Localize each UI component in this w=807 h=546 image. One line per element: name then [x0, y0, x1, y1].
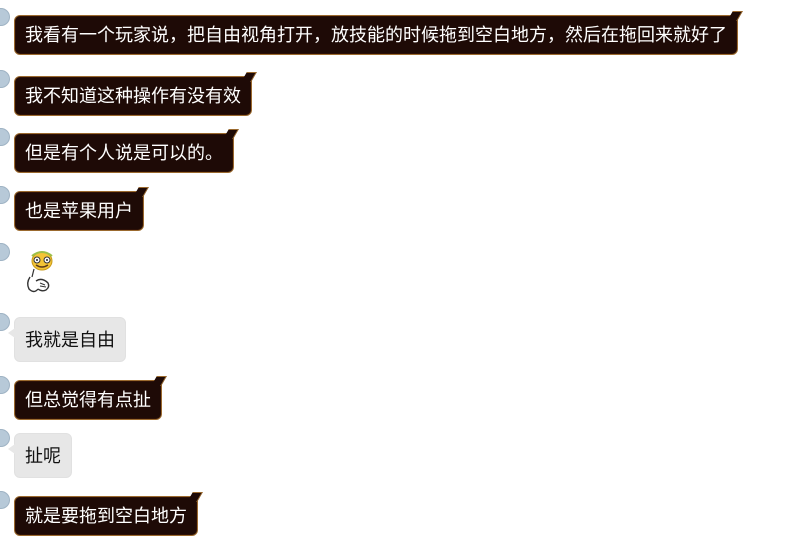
avatar[interactable] [0, 243, 10, 261]
chat-bubble[interactable]: 就是要拖到空白地方 [14, 496, 198, 536]
chat-bubble[interactable]: 但总觉得有点扯 [14, 380, 162, 420]
chat-bubble[interactable]: 我看有一个玩家说，把自由视角打开，放技能的时候拖到空白地方，然后在拖回来就好了 [14, 15, 738, 55]
avatar[interactable] [0, 491, 10, 509]
avatar[interactable] [0, 186, 10, 204]
avatar[interactable] [0, 128, 10, 146]
chat-bubble[interactable]: 但是有个人说是可以的。 [14, 133, 234, 173]
chat-bubble[interactable]: 扯呢 [8, 433, 72, 478]
avatar[interactable] [0, 8, 10, 26]
cartoon-face-sticker[interactable] [18, 249, 64, 297]
avatar[interactable] [0, 70, 10, 88]
chat-bubble[interactable]: 我不知道这种操作有没有效 [14, 76, 252, 116]
avatar[interactable] [0, 376, 10, 394]
chat-bubble[interactable]: 也是苹果用户 [14, 191, 144, 231]
chat-bubble[interactable]: 我就是自由 [8, 317, 126, 362]
